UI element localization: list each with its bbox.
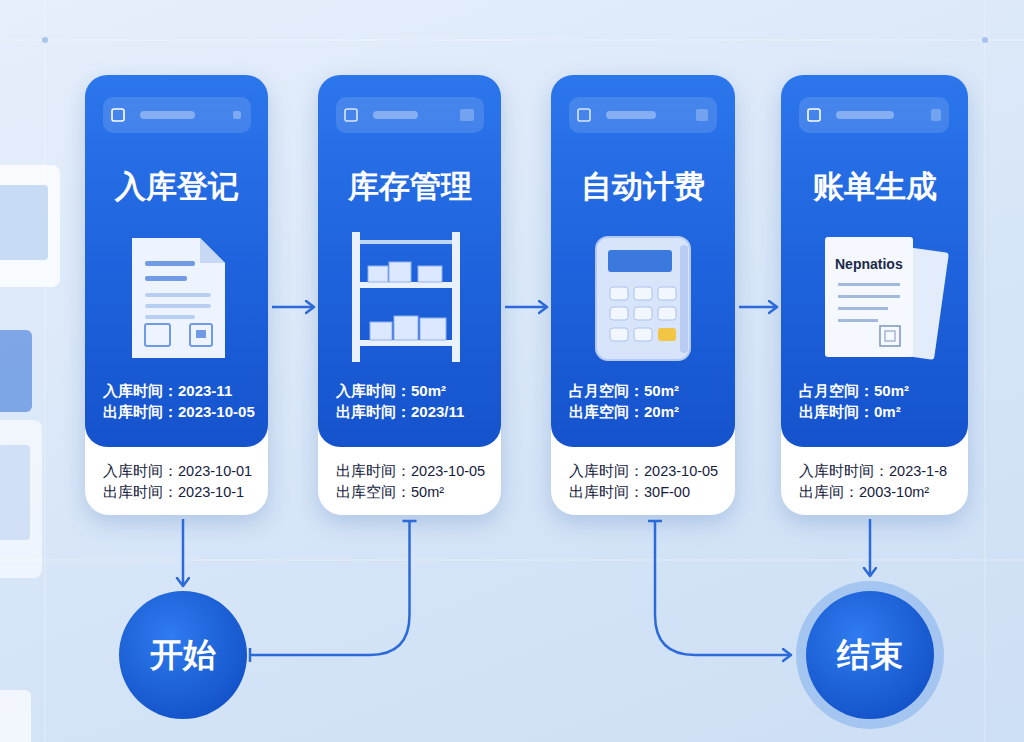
process-card: 库存管理入库时间：50m²出库时间：2023/11 出库时间：2023-10-05… — [318, 75, 501, 515]
end-circle: 结束 — [795, 580, 945, 730]
circle-fill — [119, 591, 247, 719]
process-card: 账单生成占月空间：50m²出库时间：0m² 入库时时间：2023-1-8出库间：2… — [781, 75, 968, 515]
flow-connector — [250, 521, 410, 655]
icon-caption: Nepnatios — [835, 256, 903, 272]
background-dots — [42, 37, 48, 43]
process-card: 入库登记入库时间：2023-11出库时间：2023-10-05 入库时间：2023… — [85, 75, 268, 515]
card-field: 入库时间：50m² — [318, 381, 501, 401]
circle-label: 结束 — [795, 580, 945, 730]
background-devices — [0, 165, 60, 287]
circle-glow — [796, 581, 944, 729]
process-card: 自动计费占月空间：50m²出库空间：20m² 入库时间：2023-10-05出库时… — [551, 75, 735, 515]
card-field: 出库时间：2023/11 — [318, 402, 501, 422]
start-circle: 开始 — [118, 590, 248, 720]
card-title: 库存管理 — [318, 168, 501, 206]
circle-label: 开始 — [118, 590, 248, 720]
card-field: 入库时间：2023-10-05 — [551, 461, 735, 481]
card-title: 账单生成 — [781, 168, 968, 206]
background-grid — [0, 40, 1024, 41]
card-field: 出库时间：2023-10-1 — [85, 482, 268, 502]
background-devices — [0, 420, 42, 578]
card-field: 占月空间：50m² — [551, 381, 735, 401]
background-devices — [0, 185, 48, 260]
flow-connector — [739, 306, 777, 309]
background-devices — [0, 330, 32, 412]
card-field: 出库时间：2023-10-05 — [318, 461, 501, 481]
background-dots — [982, 37, 988, 43]
flow-connector — [655, 521, 791, 655]
card-field: 出库时间：0m² — [781, 402, 968, 422]
background-devices — [0, 445, 30, 540]
background-devices — [0, 690, 31, 742]
flow-connector — [869, 519, 872, 576]
background-grid — [985, 0, 986, 742]
card-field: 出库间：2003-10m² — [781, 482, 968, 502]
card-field: 出库空间：20m² — [551, 402, 735, 422]
background-grid — [0, 560, 1024, 561]
card-field: 出库空间：50m² — [318, 482, 501, 502]
background-dots — [42, 37, 988, 43]
card-title: 自动计费 — [551, 168, 735, 206]
flow-connector — [505, 306, 547, 309]
flow-connector — [272, 306, 314, 309]
background-devices — [0, 165, 60, 742]
card-field: 入库时时间：2023-1-8 — [781, 461, 968, 481]
background-grid — [45, 0, 46, 742]
card-field: 出库时间：2023-10-05 — [85, 402, 268, 422]
card-field: 入库时间：2023-10-01 — [85, 461, 268, 481]
card-field: 出库时间：30F-00 — [551, 482, 735, 502]
card-field: 入库时间：2023-11 — [85, 381, 268, 401]
card-title: 入库登记 — [85, 168, 268, 206]
card-field: 占月空间：50m² — [781, 381, 968, 401]
flow-connector — [182, 519, 185, 586]
